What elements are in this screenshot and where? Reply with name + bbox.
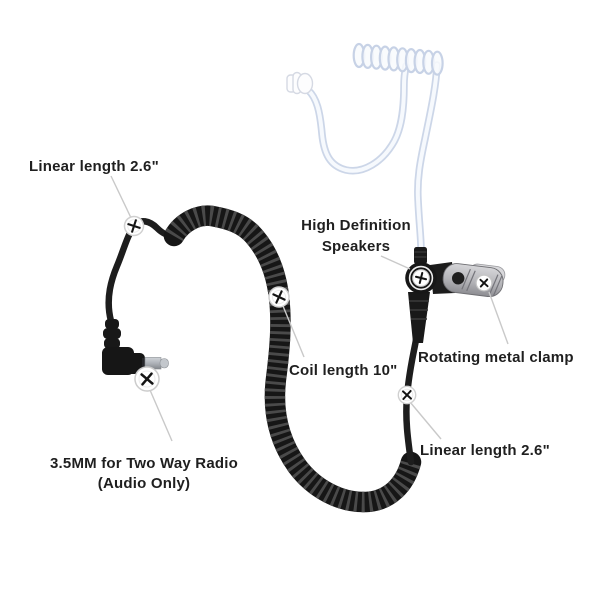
acoustic-tube-upper [304,62,410,175]
linear-bottom-marker-icon [397,385,417,405]
plug-tip [159,358,169,369]
coiled-cable [163,205,422,513]
linear-top-marker-icon [123,215,145,237]
callout-line-linear-bottom [409,401,442,440]
label-linear-length-bottom: Linear length 2.6" [420,442,550,459]
clamp-marker-icon [475,274,493,292]
label-coil-length: Coil length 10" [289,362,398,379]
label-rotating-metal-clamp: Rotating metal clamp [418,349,574,366]
callout-line-speakers [380,255,411,270]
callout-lines [110,175,509,442]
label-jack-line1: 3.5MM for Two Way Radio [50,455,238,472]
speaker-unit [408,247,455,343]
label-jack-line2: (Audio Only) [97,475,191,492]
acoustic-tube-coil [352,42,444,76]
label-speakers-line1: High Definition [301,217,411,234]
label-linear-length-top: Linear length 2.6" [29,158,159,175]
callout-line-linear-top [110,175,134,223]
callout-line-clamp [488,291,509,345]
label-speakers-line2: Speakers [321,238,391,255]
earbud [286,71,314,95]
label-high-definition-speakers: High Definition Speakers [292,215,420,257]
metal-clamp [442,263,506,298]
jack-marker-icon [134,366,160,392]
tube-nozzle [414,247,427,264]
audio-jack-3-5mm [102,319,169,375]
plug-ring [142,358,146,369]
callout-line-jack [149,389,173,442]
callout-line-coil [282,305,305,358]
label-jack-3-5mm: 3.5MM for Two Way Radio (Audio Only) [42,454,246,494]
acoustic-tube-lower [414,61,441,253]
speaker-marker-icon [412,269,430,287]
coil-marker-icon [268,286,290,308]
